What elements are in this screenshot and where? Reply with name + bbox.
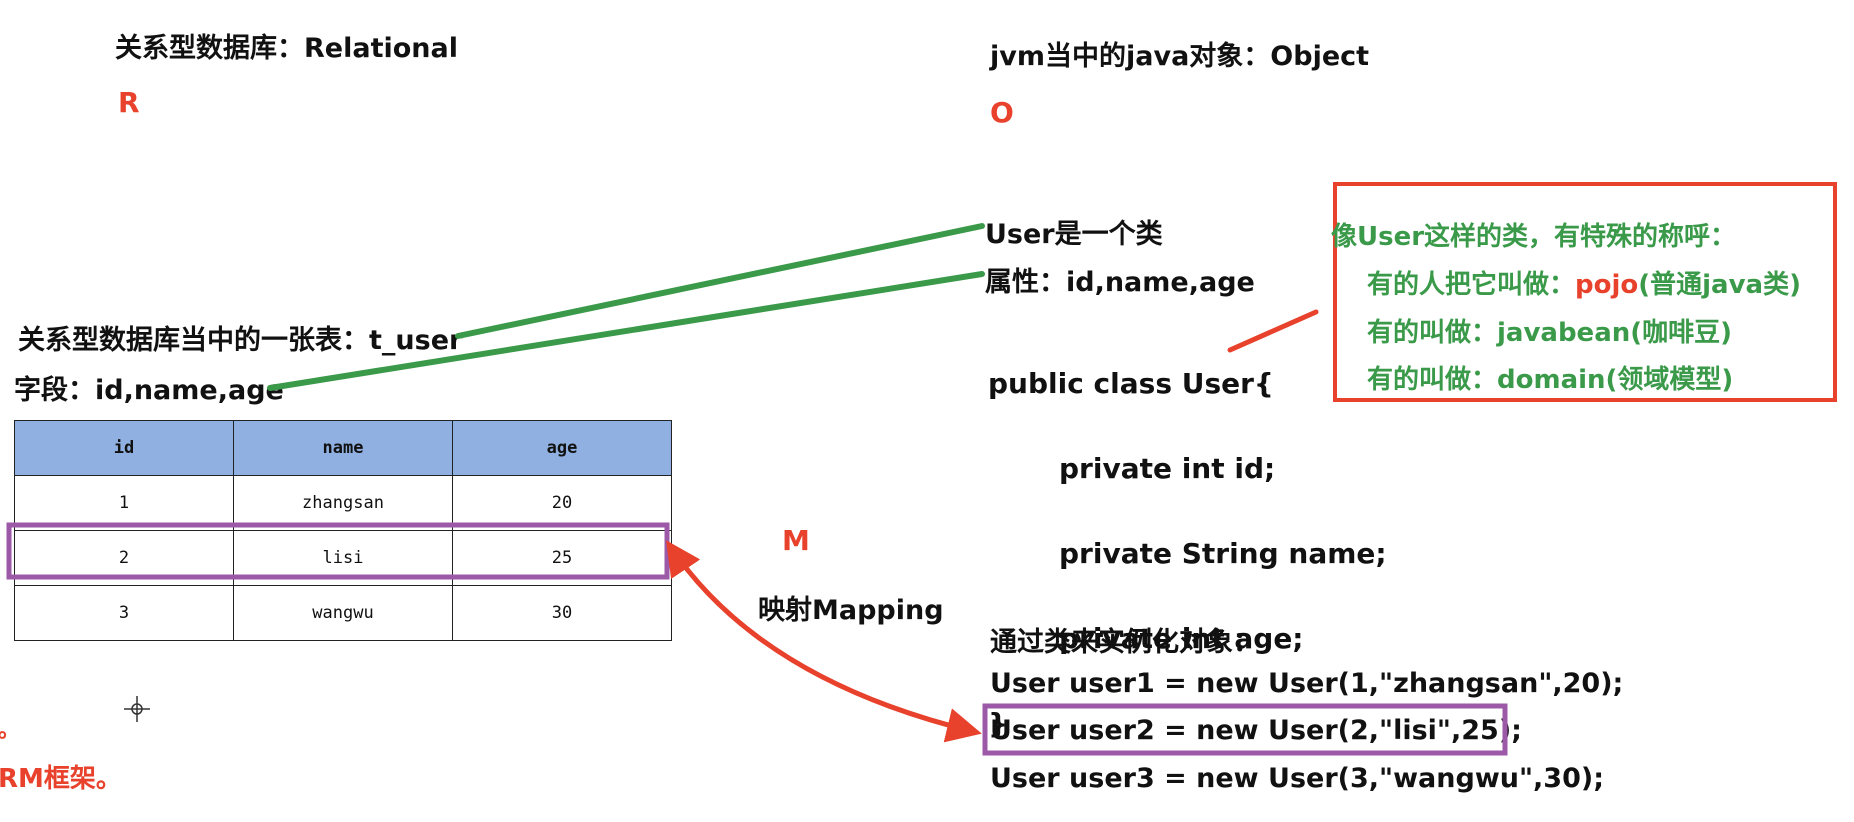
user-class-label: User是一个类 bbox=[985, 219, 1163, 250]
class-code-block: public class User{ private int id; priva… bbox=[988, 322, 1387, 766]
letter-o: O bbox=[990, 96, 1014, 129]
fields-label: 字段：id,name,age bbox=[14, 375, 284, 406]
attributes-label: 属性：id,name,age bbox=[985, 267, 1255, 298]
column-header-id: id bbox=[14, 420, 234, 476]
green-connector-fields-to-attributes bbox=[267, 271, 985, 391]
code-line: } bbox=[988, 707, 1008, 740]
table-row: 1 zhangsan 20 bbox=[14, 475, 672, 531]
cut-off-dot: 。 bbox=[0, 718, 21, 743]
crosshair-cursor-icon bbox=[124, 696, 150, 722]
note-line-pojo-highlight: pojo bbox=[1575, 270, 1639, 300]
code-line: private int id; bbox=[1020, 452, 1276, 485]
instance-line: User user3 = new User(3,"wangwu",30); bbox=[990, 763, 1605, 794]
letter-r: R bbox=[118, 86, 140, 119]
note-title: 像User这样的类，有特殊的称呼： bbox=[1331, 222, 1737, 252]
table-cell: 30 bbox=[452, 585, 672, 641]
note-line-domain: 有的叫做：domain(领域模型) bbox=[1367, 365, 1734, 395]
table-header-row: id name age bbox=[14, 420, 672, 476]
relational-title: 关系型数据库：Relational bbox=[115, 33, 458, 64]
instance-line: User user1 = new User(1,"zhangsan",20); bbox=[990, 668, 1624, 699]
note-line-pojo-prefix: 有的人把它叫做： bbox=[1367, 270, 1576, 300]
table-cell: 20 bbox=[452, 475, 672, 531]
green-connector-table-to-class bbox=[455, 223, 985, 339]
table-cell: zhangsan bbox=[233, 475, 453, 531]
t-user-table: id name age 1 zhangsan 20 2 lisi 25 3 wa… bbox=[14, 420, 672, 641]
note-line-pojo-suffix: (普通java类) bbox=[1638, 270, 1801, 300]
table-cell: 1 bbox=[14, 475, 234, 531]
instance-line: User user2 = new User(2,"lisi",25); bbox=[990, 715, 1522, 746]
note-line-pojo: 有的人把它叫做：pojo(普通java类) bbox=[1367, 264, 1801, 301]
orm-framework-text: RM框架。 bbox=[0, 764, 122, 794]
table-cell: wangwu bbox=[233, 585, 453, 641]
code-line: private String name; bbox=[1020, 537, 1387, 570]
code-line: public class User{ bbox=[988, 367, 1274, 400]
instantiate-title: 通过类来实例化对象： bbox=[990, 627, 1260, 658]
code-line: private int age; bbox=[1020, 622, 1304, 655]
pojo-note-box: 像User这样的类，有特殊的称呼： 有的人把它叫做：pojo(普通java类) … bbox=[1331, 182, 1837, 402]
table-cell: 3 bbox=[14, 585, 234, 641]
red-mapping-arrow bbox=[666, 540, 982, 743]
column-header-age: age bbox=[452, 420, 672, 476]
purple-highlight-row bbox=[6, 522, 670, 580]
table-title: 关系型数据库当中的一张表：t_user bbox=[18, 325, 463, 356]
note-line-javabean: 有的叫做：javabean(咖啡豆) bbox=[1367, 318, 1733, 348]
purple-highlight-instance bbox=[982, 703, 1508, 756]
table-row: 3 wangwu 30 bbox=[14, 585, 672, 641]
red-pointer-note-to-class bbox=[1227, 309, 1319, 353]
column-header-name: name bbox=[233, 420, 453, 476]
object-title: jvm当中的java对象：Object bbox=[990, 41, 1370, 72]
